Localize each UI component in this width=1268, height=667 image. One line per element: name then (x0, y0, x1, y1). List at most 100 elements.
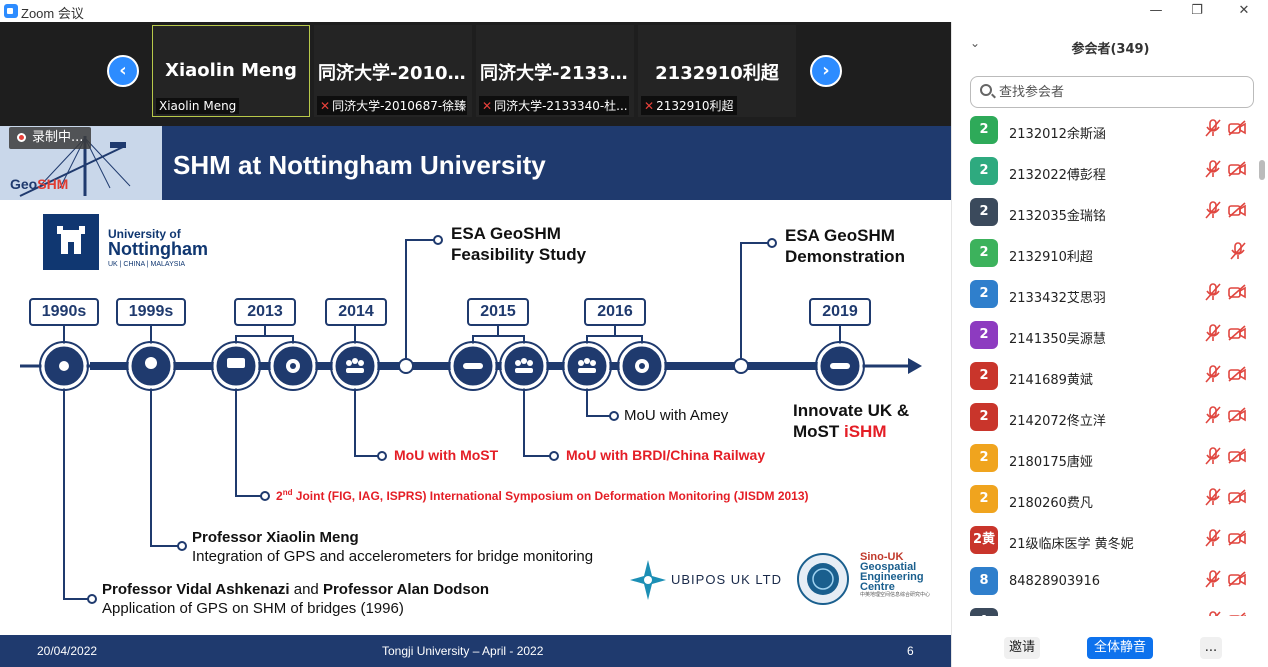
participant-name: 2132910利超 (1009, 250, 1093, 265)
participant-name: 21级临床医学 黄冬妮 (1009, 537, 1134, 552)
slide-footer: 20/04/2022 Tongji University – April - 2… (0, 635, 951, 667)
invite-button[interactable]: 邀请 (1004, 637, 1040, 659)
participant-name: 2132022傅彭程 (1009, 168, 1106, 183)
video-off-icon (1228, 530, 1246, 546)
avatar: 2黄 (970, 526, 998, 554)
mic-muted-icon (1205, 529, 1221, 547)
video-off-icon (1228, 284, 1246, 300)
geoshm-logo-text: GeoSHM (10, 176, 68, 192)
shared-screen-slide: GeoSHM SHM at Nottingham University 录制中.… (0, 126, 951, 667)
avatar: 2 (970, 198, 998, 226)
participant-row[interactable]: A (952, 608, 1257, 616)
mic-muted-icon: ✕ (320, 99, 331, 113)
sino-uk-text: Sino-UK Geospatial Engineering Centre 中英… (860, 552, 930, 599)
event-text: ESA GeoSHM (785, 226, 895, 245)
video-off-icon (1228, 571, 1246, 587)
logo-text-shm: SHM (37, 176, 69, 192)
next-page-button[interactable]: › (810, 55, 842, 87)
video-tile[interactable]: Xiaolin Meng Xiaolin Meng (152, 25, 310, 117)
panel-header: ⌄ 参会者(349) (952, 22, 1268, 68)
avatar: 2 (970, 239, 998, 267)
sino-uk-subtitle: 中英地理空间信息综合研究中心 (860, 592, 931, 598)
participant-row[interactable]: 2 2132910利超 (952, 239, 1257, 280)
maximize-button[interactable]: ❐ (1191, 3, 1203, 18)
close-button[interactable]: ✕ (1238, 3, 1250, 18)
footer-center: Tongji University – April - 2022 (382, 644, 544, 658)
participant-row[interactable]: 2 2132035金瑞铭 (952, 198, 1257, 239)
video-tile[interactable]: 同济大学-20106... ✕同济大学-2010687-徐臻 (314, 25, 472, 117)
year-box-2015: 2015 (467, 298, 529, 326)
video-off-icon (1228, 612, 1246, 616)
search-input[interactable] (999, 82, 1239, 102)
mic-muted-icon (1205, 570, 1221, 588)
video-strip: ‹ Xiaolin Meng Xiaolin Meng 同济大学-20106..… (0, 22, 951, 126)
title-bar: Zoom 会议 — ❐ ✕ (0, 0, 1268, 22)
event-text-part: 2 (276, 489, 283, 503)
avatar: 8 (970, 567, 998, 595)
event-text: Demonstration (785, 247, 905, 266)
record-icon (17, 133, 26, 142)
year-box-2016: 2016 (584, 298, 646, 326)
globe-icon (797, 553, 849, 605)
event-text-accent: iSHM (844, 422, 887, 441)
minimize-button[interactable]: — (1149, 3, 1163, 18)
tile-display-name: 2132910利超 (655, 63, 779, 84)
participant-name: 2132012余斯涵 (1009, 127, 1106, 142)
sino-uk-centre-logo: Sino-UK Geospatial Engineering Centre 中英… (796, 552, 941, 608)
tile-display-name: 同济大学-20106... (318, 63, 472, 84)
tile-label-text: 同济大学-2010687-徐臻 (332, 99, 467, 113)
tile-label-text: 同济大学-2133340-杜... (494, 99, 628, 113)
sino-uk-line: Sino-UK (860, 551, 904, 563)
event-text-part: MoST (793, 422, 844, 441)
participant-search[interactable] (970, 76, 1254, 108)
event-text-sup: nd (282, 488, 293, 497)
tile-label-text: Xiaolin Meng (159, 99, 237, 113)
event-xiaolin-meng: Professor Xiaolin Meng Integration of GP… (192, 528, 593, 566)
nottingham-crest-icon (43, 214, 99, 270)
participant-row[interactable]: 2黄 21级临床医学 黄冬妮 (952, 526, 1257, 567)
mic-muted-icon (1205, 611, 1221, 616)
footer-page-number: 6 (907, 644, 914, 658)
video-tile[interactable]: 2132910利超 ✕2132910利超 (638, 25, 796, 117)
video-off-icon (1228, 120, 1246, 136)
year-box-2013: 2013 (234, 298, 296, 326)
zoom-app-icon (4, 4, 18, 18)
search-icon (980, 84, 992, 96)
collapse-chevron-icon[interactable]: ⌄ (970, 36, 981, 50)
logo-line-2: Nottingham (108, 239, 208, 259)
event-text: ESA GeoSHM (451, 224, 561, 243)
mic-muted-icon (1205, 365, 1221, 383)
event-esa-demonstration: ESA GeoSHM Demonstration (785, 225, 905, 267)
participant-name: 2132035金瑞铭 (1009, 209, 1106, 224)
timeline-graphic (20, 235, 922, 604)
participant-list-scrollbar[interactable] (1259, 116, 1265, 616)
event-text: Professor Vidal Ashkenazi and Professor … (102, 580, 489, 599)
more-options-button[interactable]: ... (1200, 637, 1222, 659)
tile-name-label: Xiaolin Meng (156, 98, 240, 114)
sino-uk-line: Geospatial (860, 561, 917, 573)
recording-indicator[interactable]: 录制中... (9, 127, 92, 149)
year-box-2019: 2019 (809, 298, 871, 326)
event-mou-most: MoU with MoST (394, 447, 499, 463)
tile-display-name: 同济大学-21333... (480, 63, 634, 84)
tile-name-label: ✕同济大学-2010687-徐臻 (317, 96, 467, 115)
mute-all-button[interactable]: 全体静音 (1087, 637, 1153, 659)
ubipos-logo: UBIPOS UK LTD (630, 560, 790, 600)
prev-page-button[interactable]: ‹ (107, 55, 139, 87)
mic-muted-icon (1205, 324, 1221, 342)
video-tile[interactable]: 同济大学-21333... ✕同济大学-2133340-杜... (476, 25, 634, 117)
participant-name: 2142072佟立洋 (1009, 414, 1106, 429)
avatar: 2 (970, 485, 998, 513)
scrollbar-thumb[interactable] (1259, 160, 1265, 180)
logo-text-geo: Geo (10, 176, 38, 192)
event-ashkenazi-dodson: Professor Vidal Ashkenazi and Professor … (102, 580, 489, 618)
